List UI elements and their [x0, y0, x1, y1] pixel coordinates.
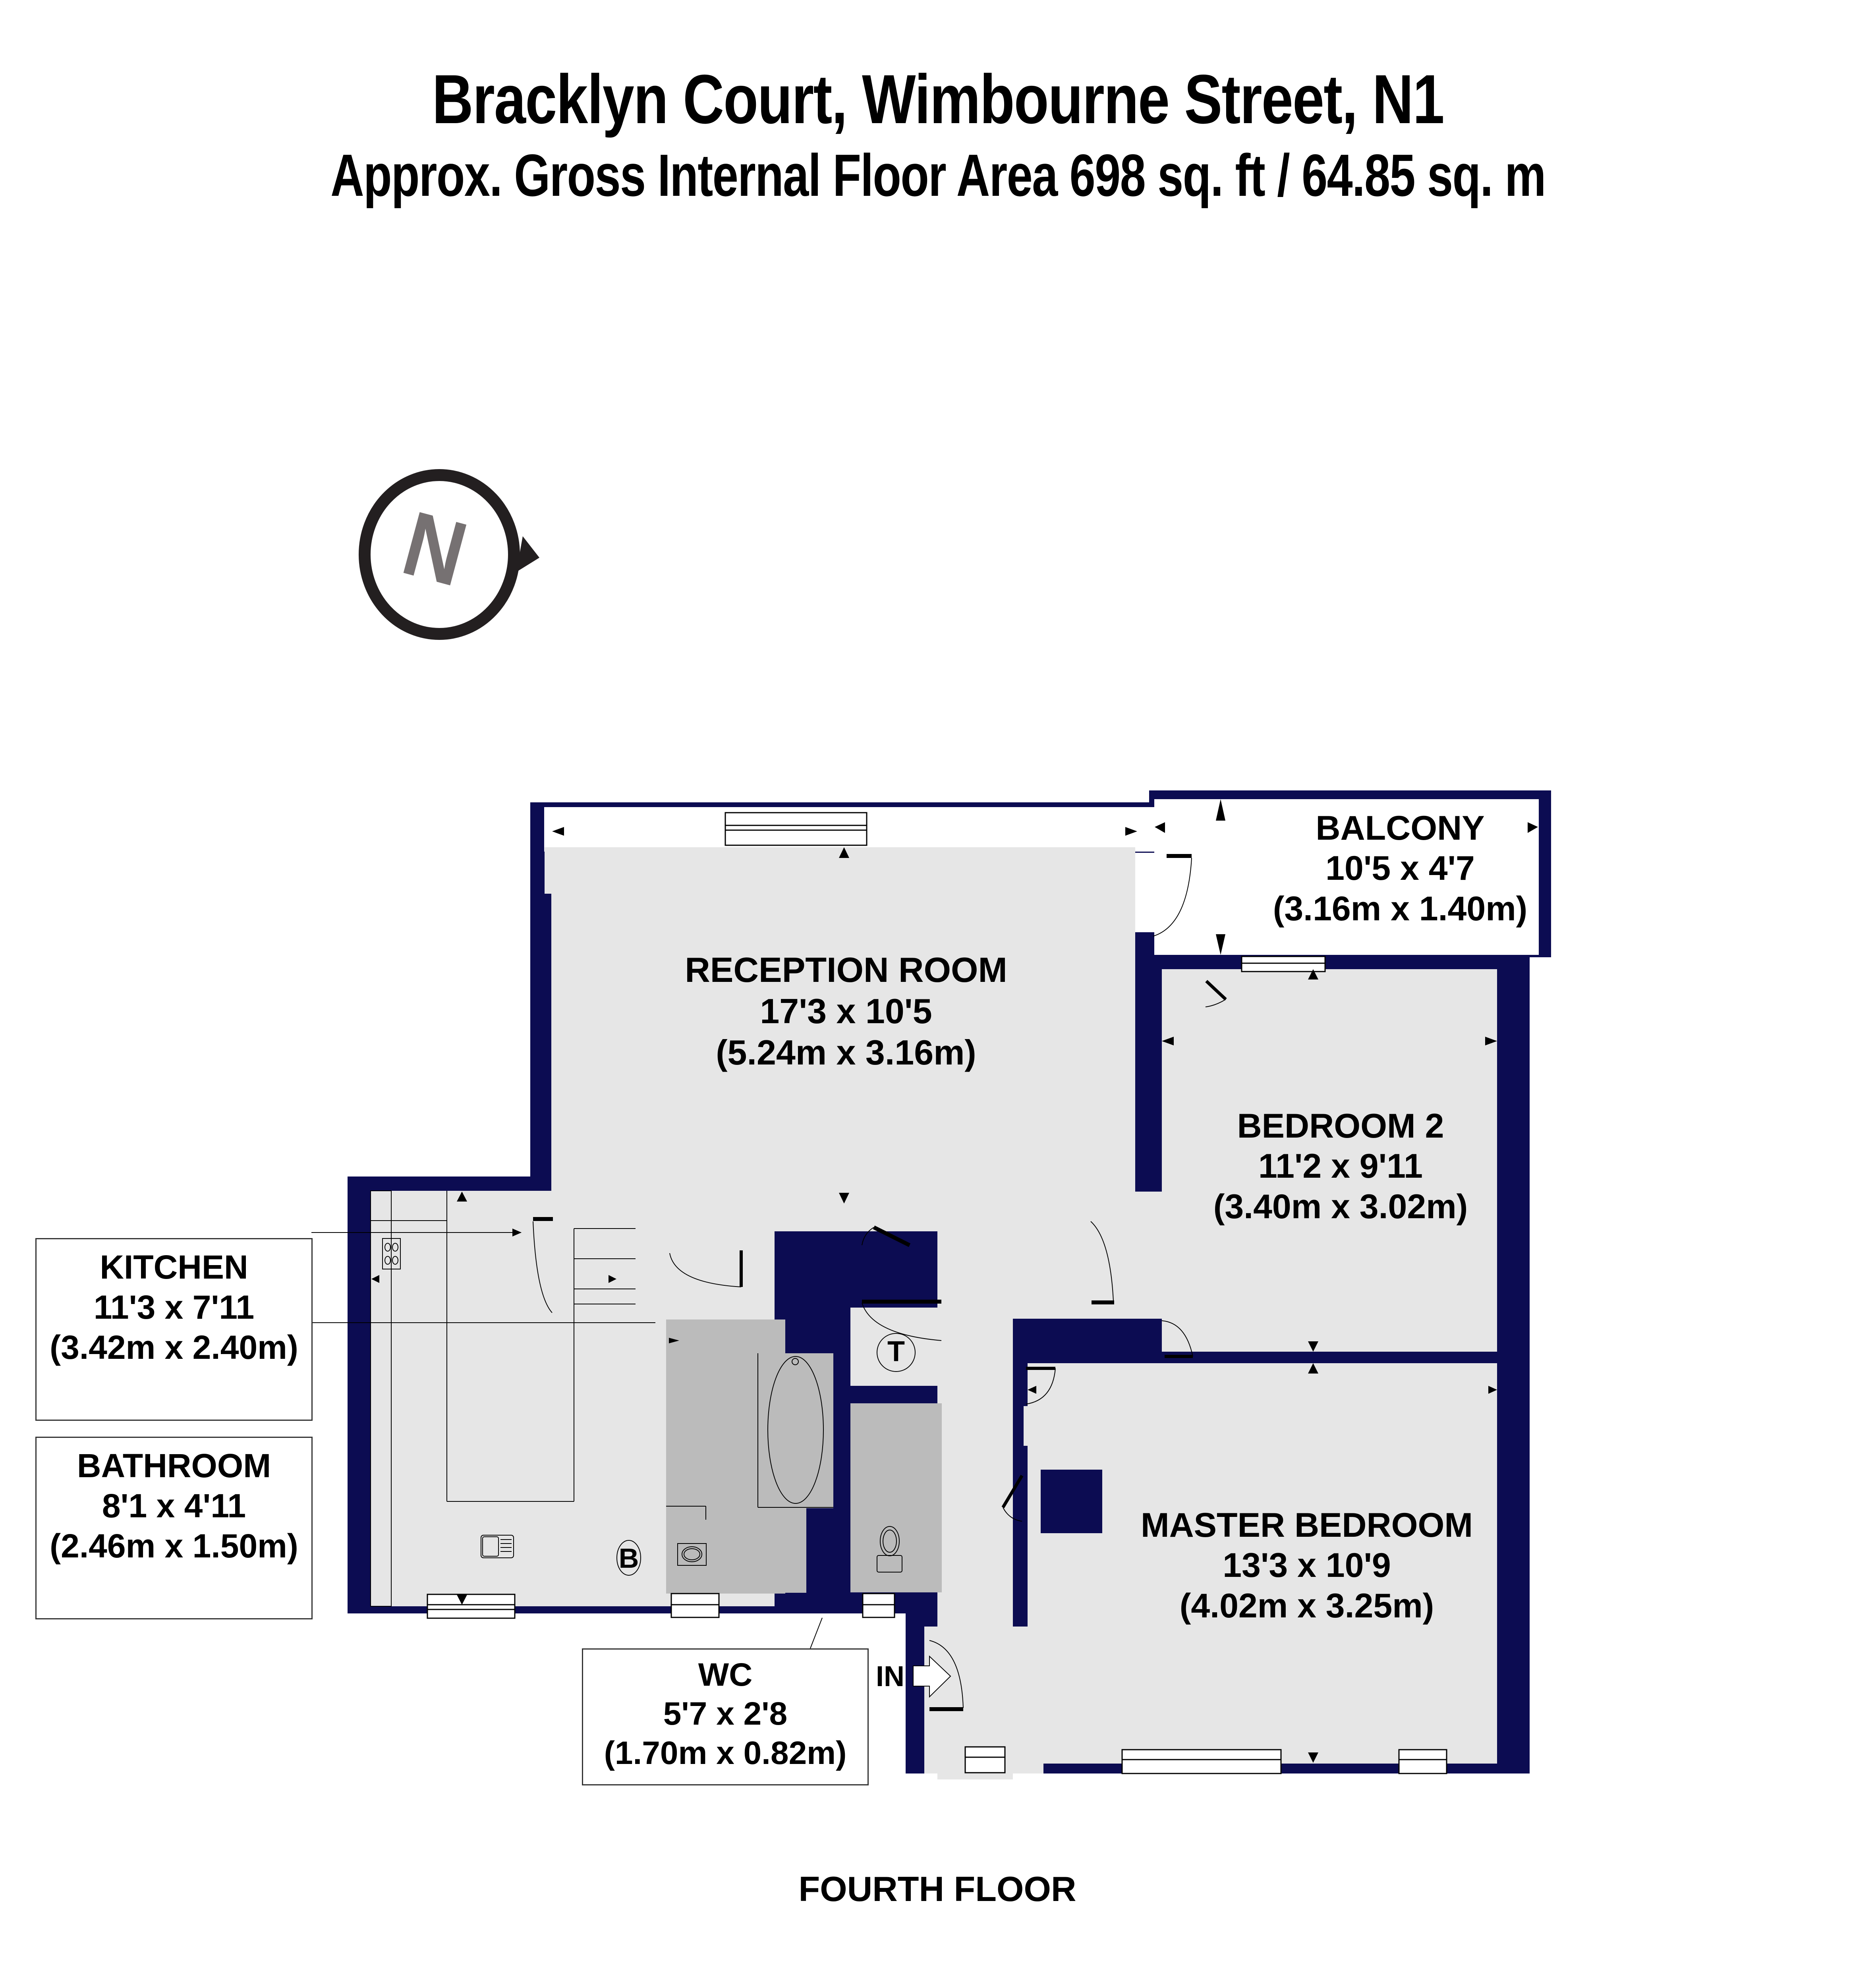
kitchen-sink-icon — [481, 1535, 514, 1558]
bathtub-icon — [757, 1353, 833, 1508]
room-name: BEDROOM 2 — [1237, 1107, 1444, 1145]
room-label-reception: RECEPTION ROOM 17'3 x 10'5 (5.24m x 3.16… — [647, 949, 1045, 1073]
tank-label: T — [887, 1336, 905, 1368]
room-dims-metric: (5.24m x 3.16m) — [716, 1032, 976, 1072]
basin-icon — [677, 1543, 707, 1566]
room-name: KITCHEN — [100, 1248, 248, 1286]
room-dims-metric: (2.46m x 1.50m) — [50, 1527, 298, 1565]
north-compass-icon: N — [359, 469, 539, 640]
callout-wc: WC 5'7 x 2'8 (1.70m x 0.82m) — [582, 1648, 869, 1785]
room-dims-metric: (3.40m x 3.02m) — [1213, 1187, 1468, 1226]
room-name: RECEPTION ROOM — [685, 950, 1007, 989]
callout-leaders — [311, 1232, 823, 1649]
toilet-icon — [877, 1526, 902, 1573]
room-name: MASTER BEDROOM — [1140, 1506, 1473, 1544]
boiler-label: B — [618, 1543, 639, 1574]
room-dims-imperial: 11'2 x 9'11 — [1258, 1147, 1423, 1186]
room-name: BALCONY — [1316, 809, 1485, 847]
callout-kitchen: KITCHEN 11'3 x 7'11 (3.42m x 2.40m) — [35, 1238, 313, 1421]
hob-icon — [382, 1238, 401, 1269]
room-label-master-bedroom: MASTER BEDROOM 13'3 x 10'9 (4.02m x 3.25… — [1120, 1505, 1493, 1626]
floor-label: FOURTH FLOOR — [798, 1869, 1076, 1909]
room-dims-metric: (3.16m x 1.40m) — [1273, 889, 1528, 928]
floor-area-subtitle: Approx. Gross Internal Floor Area 698 sq… — [330, 142, 1546, 209]
room-name: WC — [698, 1657, 753, 1693]
room-dims-imperial: 10'5 x 4'7 — [1325, 849, 1475, 888]
room-dims-imperial: 11'3 x 7'11 — [93, 1288, 255, 1326]
room-name: BATHROOM — [77, 1447, 271, 1484]
entrance-label: IN — [876, 1661, 904, 1692]
room-dims-imperial: 8'1 x 4'11 — [102, 1487, 246, 1524]
room-dims-imperial: 17'3 x 10'5 — [760, 991, 932, 1031]
symbols — [616, 1333, 951, 1698]
room-label-balcony: BALCONY 10'5 x 4'7 (3.16m x 1.40m) — [1259, 808, 1541, 929]
room-dims-metric: (1.70m x 0.82m) — [604, 1735, 847, 1771]
room-dims-imperial: 13'3 x 10'9 — [1223, 1546, 1391, 1585]
room-label-bedroom-2: BEDROOM 2 11'2 x 9'11 (3.40m x 3.02m) — [1188, 1106, 1493, 1227]
svg-text:N: N — [393, 492, 477, 606]
callout-bathroom: BATHROOM 8'1 x 4'11 (2.46m x 1.50m) — [35, 1437, 313, 1619]
property-title: Bracklyn Court, Wimbourne Street, N1 — [432, 61, 1445, 138]
room-dims-imperial: 5'7 x 2'8 — [663, 1696, 788, 1732]
room-dims-metric: (4.02m x 3.25m) — [1179, 1586, 1434, 1625]
entrance-arrow-icon — [913, 1655, 951, 1698]
floors — [371, 799, 1539, 1779]
room-dims-metric: (3.42m x 2.40m) — [50, 1328, 298, 1366]
